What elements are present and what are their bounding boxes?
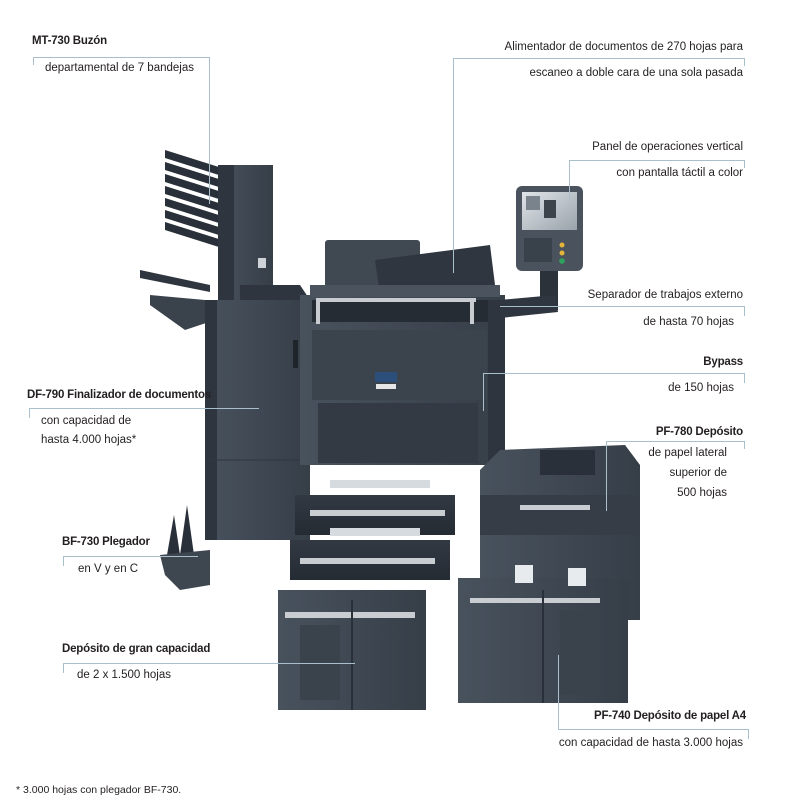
footnote: * 3.000 hojas con plegador BF-730. <box>16 784 182 796</box>
pf740-subtitle: con capacidad de hasta 3.000 hojas <box>558 737 743 749</box>
leader-lcd-tick <box>63 663 64 673</box>
pf740-title: PF-740 Depósito de papel A4 <box>593 710 746 722</box>
a4-deck-pf740 <box>458 565 628 703</box>
lcd-title: Depósito de gran capacidad <box>62 643 211 655</box>
leader-panel-h <box>569 160 745 161</box>
leader-pf740-v <box>558 655 559 730</box>
leader-finisher-h <box>29 408 259 409</box>
folder-unit <box>160 505 210 590</box>
leader-mailbox-v <box>209 57 210 204</box>
leader-pf740-h <box>558 729 749 730</box>
pf780-line-1: de papel lateral <box>648 447 727 459</box>
leader-mailbox-h <box>33 57 210 58</box>
panel-title: Panel de operaciones vertical <box>592 141 743 153</box>
leader-feeder-tick <box>744 58 745 66</box>
leader-bypass-tick <box>744 373 745 383</box>
bypass-title: Bypass <box>703 356 743 368</box>
leader-folder-tick <box>63 556 64 566</box>
feeder-subtitle: escaneo a doble cara de una sola pasada <box>529 67 743 79</box>
folder-title: BF-730 Plegador <box>62 536 150 548</box>
mailbox-title: MT-730 Buzón <box>32 35 107 47</box>
pf780-line-2: superior de <box>669 467 727 479</box>
leader-folder-h <box>63 556 198 557</box>
pf780-title: PF-780 Depósito <box>655 426 743 438</box>
mailbox-subtitle: departamental de 7 bandejas <box>45 62 194 74</box>
finisher-unit <box>205 285 310 540</box>
leader-panel-v <box>569 160 570 202</box>
feeder-title: Alimentador de documentos de 270 hojas p… <box>504 41 743 53</box>
separator-subtitle: de hasta 70 hojas <box>643 316 734 328</box>
finisher-line-1: con capacidad de <box>41 415 132 427</box>
main-engine <box>300 295 505 465</box>
separator-title: Separador de trabajos externo <box>587 289 743 301</box>
bypass-subtitle: de 150 hojas <box>668 382 734 394</box>
folder-subtitle: en V y en C <box>78 563 139 575</box>
leader-panel-tick <box>744 160 745 168</box>
leader-feeder-v <box>453 58 454 273</box>
leader-mailbox-tick <box>33 57 34 65</box>
pf780-line-3: 500 hojas <box>677 487 727 499</box>
leader-separator-h <box>500 306 745 307</box>
finisher-line-2: hasta 4.000 hojas* <box>41 434 137 446</box>
leader-bypass-v <box>483 373 484 411</box>
leader-lcd-h <box>63 663 355 664</box>
document-feeder <box>310 240 500 297</box>
leader-pf740-tick <box>748 729 749 739</box>
control-panel <box>500 186 583 318</box>
leader-pf780-tick <box>744 441 745 449</box>
lcd-subtitle: de 2 x 1.500 hojas <box>77 669 171 681</box>
leader-finisher-tick <box>29 408 30 418</box>
leader-pf780-v <box>606 441 607 511</box>
leader-feeder-h <box>453 58 745 59</box>
finisher-title: DF-790 Finalizador de documentos <box>27 389 212 401</box>
leader-bypass-h <box>483 373 745 374</box>
panel-subtitle: con pantalla táctil a color <box>616 167 743 179</box>
paper-drawers <box>290 480 455 580</box>
leader-pf780-h <box>606 441 745 442</box>
leader-separator-tick <box>744 306 745 316</box>
mailbox-trays <box>140 150 222 330</box>
large-capacity-deck <box>278 590 426 710</box>
